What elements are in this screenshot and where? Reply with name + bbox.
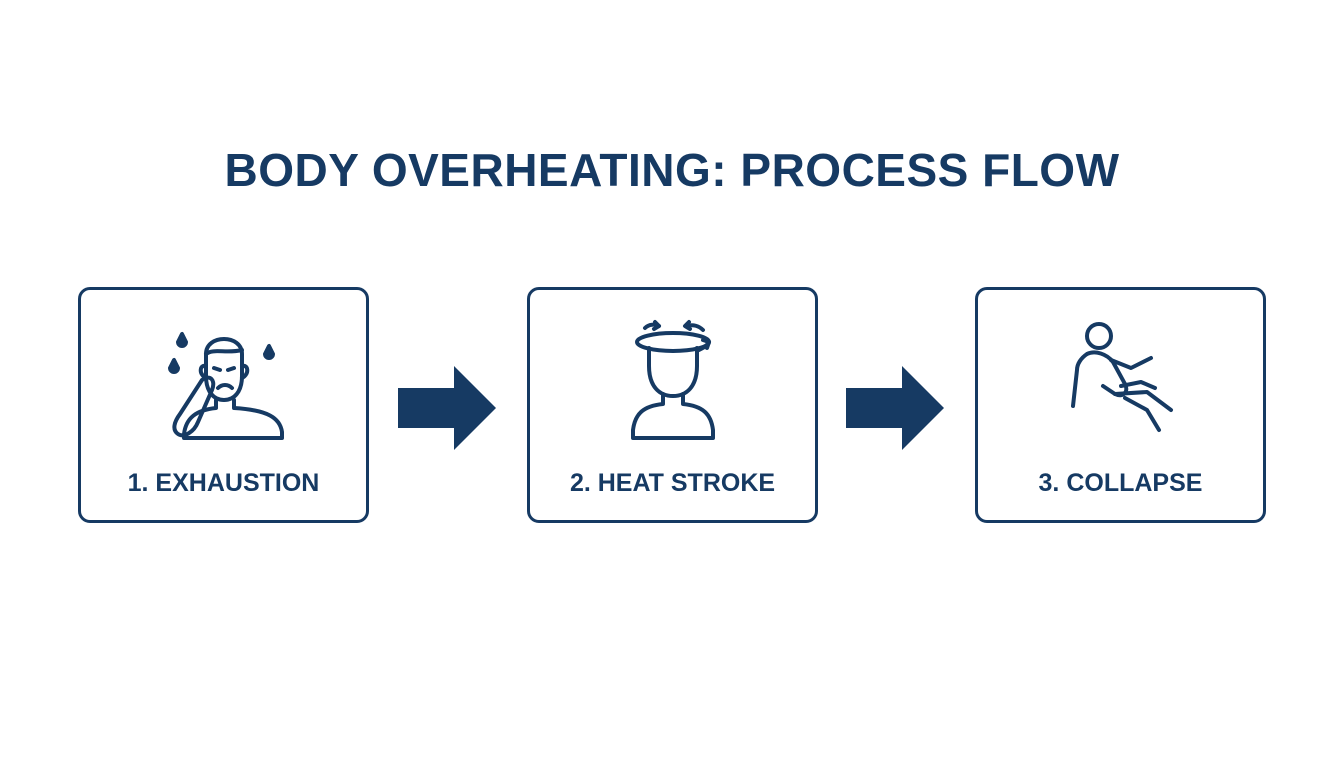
step-label: 3. COLLAPSE — [1038, 469, 1203, 497]
dizzy-head-icon — [530, 314, 815, 454]
step-label: 2. HEAT STROKE — [569, 469, 776, 497]
falling-person-icon — [978, 314, 1263, 454]
right-arrow-icon — [846, 366, 944, 450]
step-heat-stroke: 2. HEAT STROKE — [527, 287, 818, 523]
step-label: 1. EXHAUSTION — [127, 469, 320, 497]
step-collapse: 3. COLLAPSE — [975, 287, 1266, 523]
right-arrow-icon — [398, 366, 496, 450]
diagram-title: BODY OVERHEATING: PROCESS FLOW — [224, 144, 1120, 196]
sweating-person-icon — [81, 314, 366, 454]
step-exhaustion: 1. EXHAUSTION — [78, 287, 369, 523]
